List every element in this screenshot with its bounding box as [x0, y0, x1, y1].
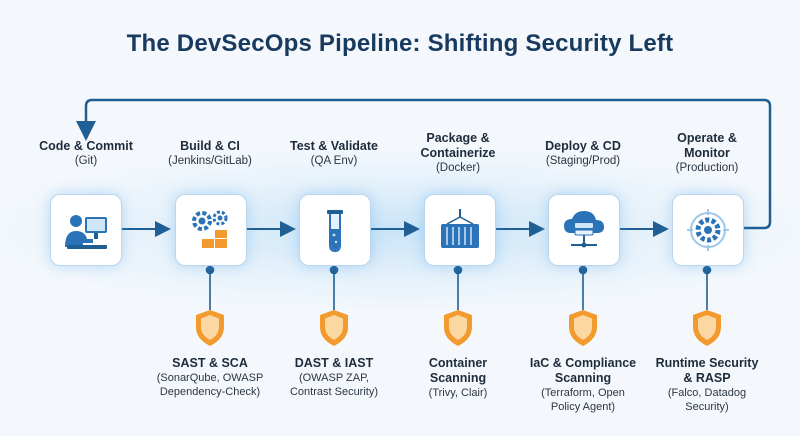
security-title-line1: IaC & Compliance [529, 356, 637, 370]
stage-subtitle: (Docker) [435, 162, 481, 174]
security-tools-line1: (Terraform, Open [541, 387, 625, 399]
stage-operate-monitor: Operate & Monitor (Production) [632, 131, 782, 176]
stage-deploy-cd: Deploy & CD (Staging/Prod) [508, 139, 658, 169]
stage-title: Test & Validate [290, 139, 378, 153]
stage-title-line1: Operate & [677, 131, 737, 145]
stage-title-line2: Monitor [684, 146, 730, 160]
security-container-scanning: Container Scanning (Trivy, Clair) [373, 356, 543, 400]
shield-icon [569, 310, 597, 346]
stage-package-containerize: Package & Containerize (Docker) [383, 131, 533, 176]
security-title-line2: Scanning [429, 371, 487, 385]
security-title-line2: Scanning [554, 371, 612, 385]
stage-test-validate: Test & Validate (QA Env) [259, 139, 409, 169]
security-tools-line1: (OWASP ZAP, [298, 372, 370, 384]
security-sast-sca: SAST & SCA (SonarQube, OWASP Dependency-… [125, 356, 295, 399]
stage-subtitle: (Production) [675, 162, 739, 174]
test-tube-icon [327, 210, 343, 253]
cloud-server-icon [564, 211, 604, 248]
security-tools-line2: Security) [685, 401, 729, 413]
security-title-line1: Runtime Security [655, 356, 759, 370]
monitor-gear-icon [687, 209, 729, 251]
security-tools-line2: Contrast Security) [289, 386, 379, 398]
developer-computer-icon [65, 215, 107, 249]
stage-box-code-commit [50, 194, 122, 266]
security-tools-line1: (Falco, Datadog [667, 387, 747, 399]
security-tools-line1: (Trivy, Clair) [428, 387, 488, 399]
security-iac-compliance: IaC & Compliance Scanning (Terraform, Op… [498, 356, 668, 414]
security-dast-iast: DAST & IAST (OWASP ZAP, Contrast Securit… [249, 356, 419, 399]
stage-box-build-ci [175, 194, 247, 266]
stage-box-deploy-cd [548, 194, 620, 266]
page-title: The DevSecOps Pipeline: Shifting Securit… [126, 30, 674, 57]
security-title-line1: Container [428, 356, 488, 370]
shield-icon [444, 310, 472, 346]
stage-title-line1: Package & [426, 131, 490, 145]
stage-title: Code & Commit [39, 139, 133, 153]
security-title-line2: & RASP [683, 371, 731, 385]
shield-icon [196, 310, 224, 346]
shield-icon [693, 310, 721, 346]
stage-subtitle: (Jenkins/GitLab) [168, 155, 252, 167]
security-runtime-rasp: Runtime Security & RASP (Falco, Datadog … [622, 356, 792, 414]
security-tools-line2: Dependency-Check) [159, 386, 261, 398]
shipping-container-icon [441, 209, 479, 248]
stage-box-operate-monitor [672, 194, 744, 266]
security-title: DAST & IAST [294, 356, 374, 370]
stage-title: Deploy & CD [545, 139, 621, 153]
stage-subtitle: (QA Env) [310, 155, 358, 167]
stage-box-package-containerize [424, 194, 496, 266]
stage-box-test-validate [299, 194, 371, 266]
stage-title: Build & CI [180, 139, 240, 153]
stage-title-line2: Containerize [420, 146, 496, 160]
security-title: SAST & SCA [172, 356, 248, 370]
shield-icon [320, 310, 348, 346]
stage-build-ci: Build & CI (Jenkins/GitLab) [135, 139, 285, 169]
stage-code-commit: Code & Commit (Git) [11, 139, 161, 169]
stage-subtitle: (Staging/Prod) [545, 155, 621, 167]
gears-blocks-icon [192, 210, 228, 248]
feedback-loop-arrow [76, 98, 772, 230]
stage-subtitle: (Git) [74, 155, 98, 167]
security-tools-line1: (SonarQube, OWASP [156, 372, 264, 384]
security-tools-line2: Policy Agent) [550, 401, 616, 413]
